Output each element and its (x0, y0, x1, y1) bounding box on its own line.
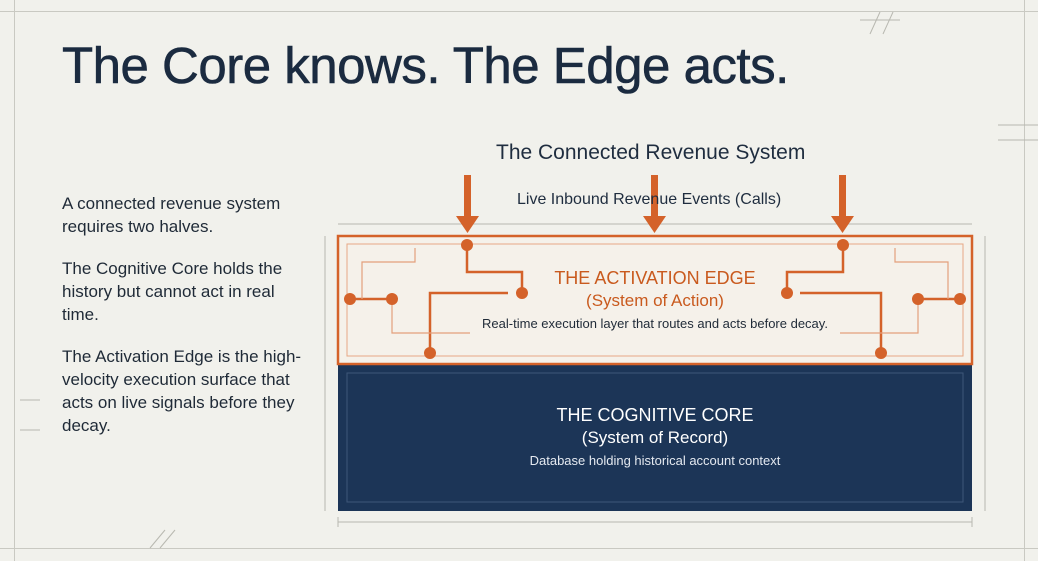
activation-edge-heading: THE ACTIVATION EDGE (554, 268, 756, 288)
inbound-event-arrows (456, 175, 854, 233)
cognitive-core-heading: THE COGNITIVE CORE (556, 405, 754, 425)
sidebar-paragraph: A connected revenue system requires two … (62, 194, 281, 236)
inbound-events-label: Live Inbound Revenue Events (Calls) (517, 191, 782, 208)
sidebar-explanation: A connected revenue system requires two … (62, 192, 312, 456)
activation-edge-description: Real-time execution layer that routes an… (482, 316, 828, 331)
frame-line-bottom (0, 548, 1038, 549)
cognitive-core-description: Database holding historical account cont… (529, 453, 781, 468)
frame-line-top (0, 11, 1038, 12)
circuit-traces-thin (361, 248, 949, 334)
cognitive-core-box (338, 364, 972, 511)
frame-line-right (1024, 0, 1025, 561)
activation-edge-box (336, 234, 974, 366)
sidebar-paragraph: The Activation Edge is the high-velocity… (62, 347, 302, 435)
cognitive-core-inner-frame (346, 372, 964, 503)
page-title: The Core knows. The Edge acts. (62, 37, 790, 95)
system-title: The Connected Revenue System (496, 141, 806, 164)
frame-line-left (14, 0, 15, 561)
activation-edge-subheading: (System of Action) (586, 291, 724, 310)
cognitive-core-subheading: (System of Record) (581, 428, 729, 447)
sidebar-paragraph: The Cognitive Core holds the history but… (62, 259, 283, 324)
circuit-nodes (344, 239, 966, 359)
